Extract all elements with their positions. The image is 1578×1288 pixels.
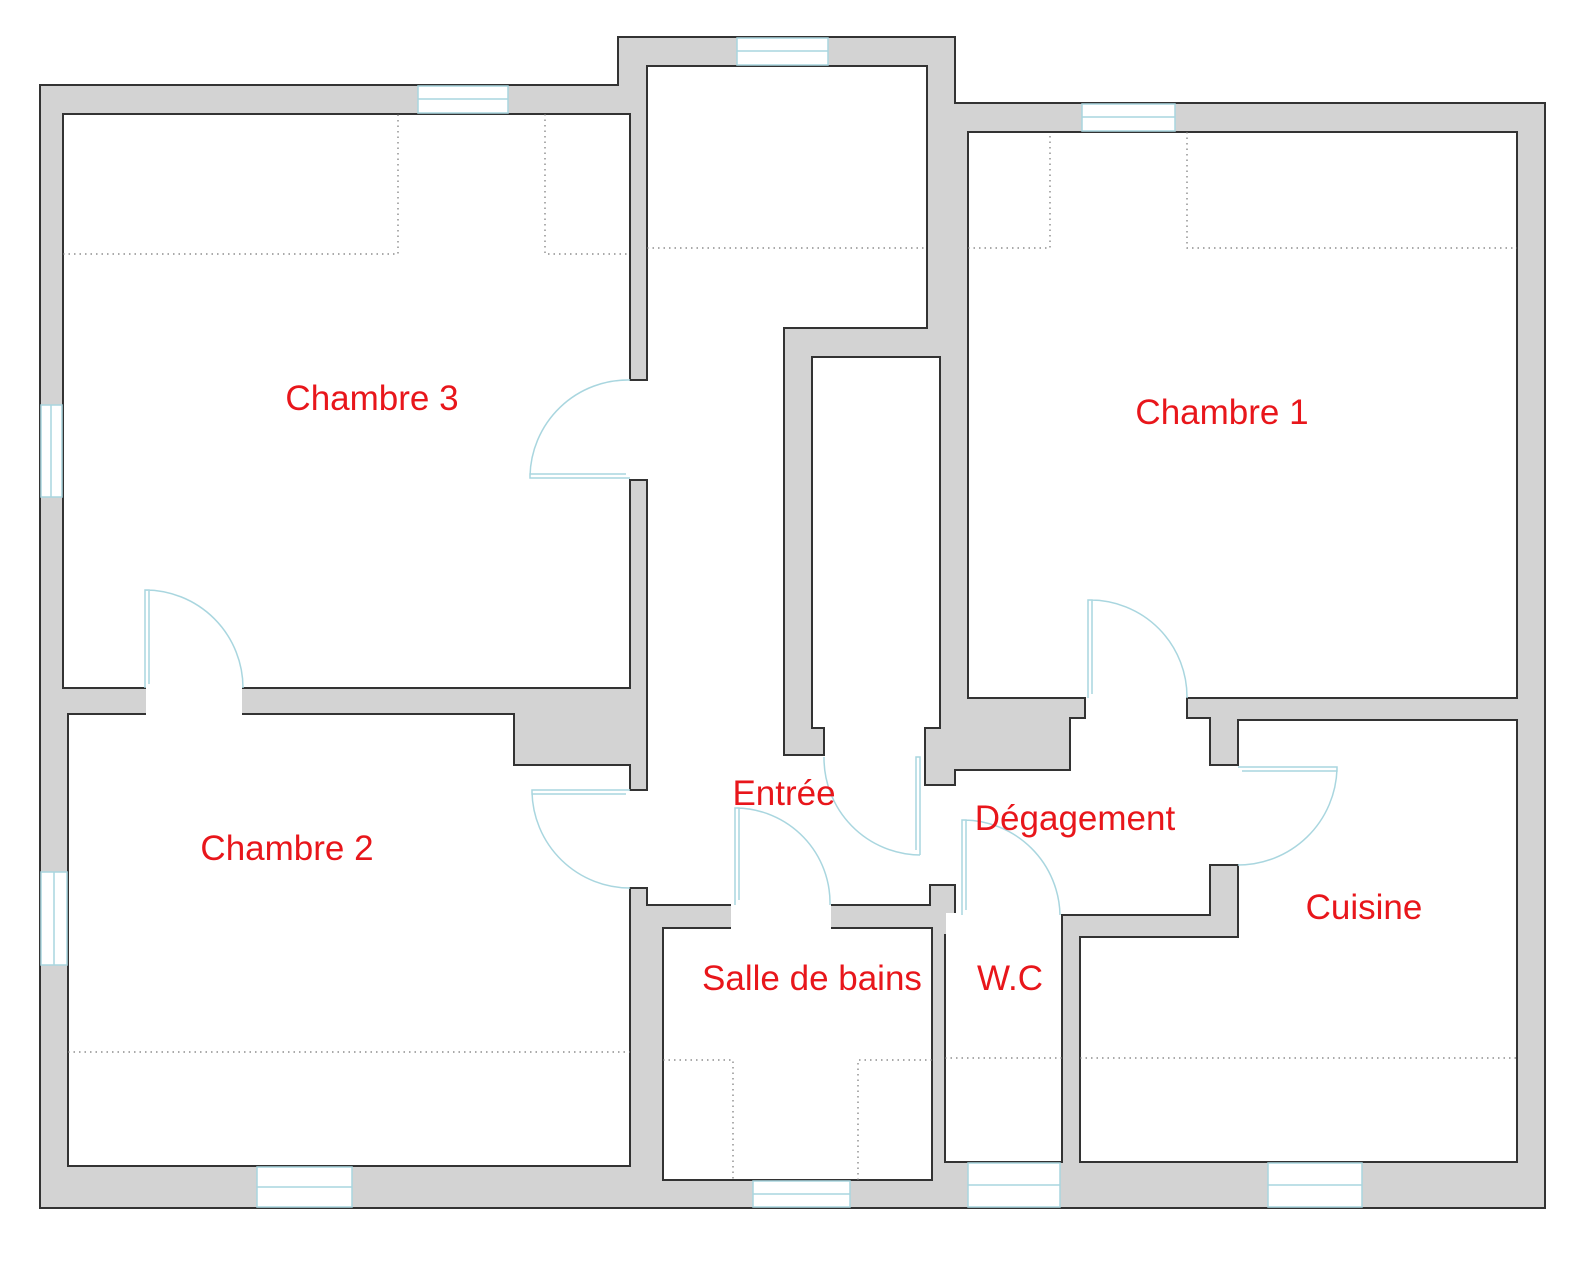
dotted-guides	[63, 114, 1517, 1180]
door-wc	[961, 819, 1061, 916]
windows	[40, 37, 1363, 1208]
door-chambre-3	[529, 379, 631, 479]
opening-cuisine	[1208, 766, 1240, 864]
label-chambre-2: Chambre 2	[200, 829, 373, 868]
opening-salle-de-bains	[731, 903, 831, 930]
room-chambre-2	[67, 713, 631, 1167]
room-chambre-1	[967, 131, 1518, 699]
label-salle-de-bains: Salle de bains	[702, 959, 922, 998]
label-chambre-1: Chambre 1	[1135, 393, 1308, 432]
label-degagement: Dégagement	[975, 799, 1176, 838]
opening-chambre-3	[626, 381, 650, 479]
room-cuisine	[1079, 719, 1518, 1163]
room-chambre-3	[62, 113, 631, 689]
door-chambre-2	[531, 789, 631, 889]
door-chambre-2-3	[144, 589, 244, 689]
label-chambre-3: Chambre 3	[285, 379, 458, 418]
label-cuisine: Cuisine	[1306, 888, 1423, 927]
room-labels: Chambre 3 Chambre 1 Chambre 2 Entrée Dég…	[200, 379, 1422, 998]
door-cuisine	[1237, 766, 1338, 866]
opening-chambre-2	[626, 791, 650, 887]
door-closet	[823, 756, 921, 856]
door-chambre-1	[1087, 599, 1188, 699]
room-circulation	[629, 65, 1239, 1163]
door-salle-de-bains	[734, 807, 831, 906]
opening-chambre-1	[1086, 694, 1186, 720]
opening-chambre-2-3	[146, 686, 242, 716]
label-entree: Entrée	[732, 774, 835, 813]
doors	[144, 379, 1338, 916]
opening-wc	[946, 913, 1061, 937]
label-wc: W.C	[977, 959, 1043, 998]
